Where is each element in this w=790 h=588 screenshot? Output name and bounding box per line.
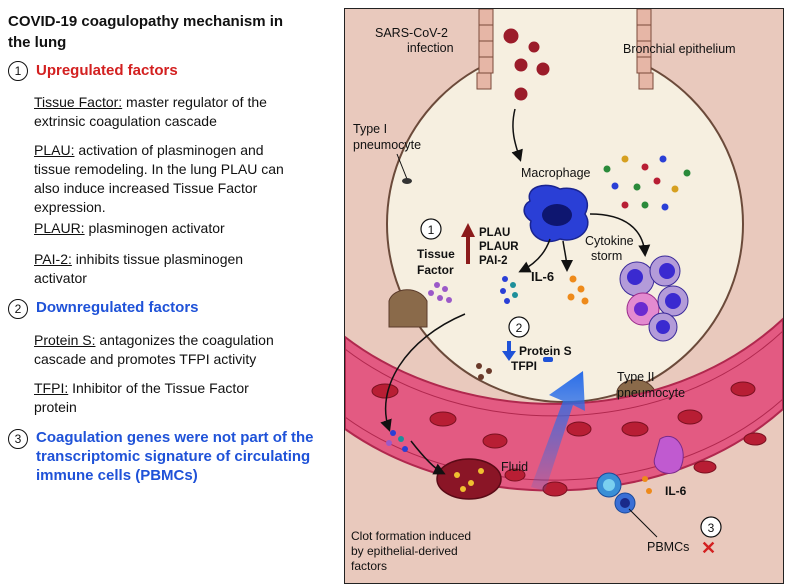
neutrophils [619,255,689,342]
label-tfpi: TFPI [511,359,537,373]
pbmc-cells [596,435,684,514]
vessel-il6-dots [642,476,652,494]
label-macrophage: Macrophage [521,166,591,180]
desc: inhibits tissue plasminogen [71,251,244,267]
label-sars-cov-2: SARS-CoV-2 [375,26,448,40]
tfpi-marker [543,357,553,362]
label-type2-l2: pneumocyte [617,386,685,400]
bronchus-lumen [491,9,639,131]
section-3-heading-l1: Coagulation genes were not part of the [36,429,314,446]
item-plaur: PLAUR: plasminogen activator [34,219,225,238]
page-title-line2: the lung [8,33,66,53]
item-pai2-l2: activator [34,270,87,286]
item-pai2: PAI-2: inhibits tissue plasminogen [34,250,243,269]
num-1-circle [420,218,442,240]
label-infection: infection [407,41,454,55]
type1-cell-nucleus [402,178,412,184]
fluid-arrow [531,371,585,491]
label-type1-l2: pneumocyte [353,138,421,152]
term-tissue-factor: Tissue Factor: [34,94,123,110]
label-clot-l1: Clot formation induced [351,529,471,543]
section-1-heading: Upregulated factors [36,62,178,79]
section-3-heading-l2: transcriptomic signature of circulating [36,448,311,465]
item-plau: PLAU: activation of plasminogen and [34,141,264,160]
term-tfpi: TFPI: [34,380,69,396]
item-plau-l2: tissue remodeling. In the lung PLAU can [34,161,284,177]
tissue-factor-dots [428,282,452,303]
section-3-number: 3 [8,429,28,449]
x-icon: ✕ [701,538,716,558]
desc: antagonizes the coagulation [95,332,274,348]
label-cytokine: Cytokine [585,234,634,248]
il6-dots [567,275,589,305]
page-title: COVID-19 coagulopathy mechanism in [8,12,283,32]
term-pai2: PAI-2: [34,251,72,267]
num-2-circle [508,316,530,338]
term-protein-s: Protein S: [34,332,96,348]
cytokine-dots [603,155,691,211]
label-protein-s: Protein S [519,344,572,358]
item-tfpi: TFPI: Inhibitor of the Tissue Factor [34,379,249,398]
label-clot-l3: factors [351,559,387,573]
desc: Inhibitor of the Tissue Factor [68,380,249,396]
label-il6: IL-6 [531,269,554,284]
desc: activation of plasminogen and [74,142,264,158]
bronchial-epithelium-cells [476,9,654,90]
num-1: 1 [428,223,435,237]
blood-clot [436,458,502,500]
section-1-number: 1 [8,61,28,81]
label-pbmcs: PBMCs [647,540,689,554]
item-tissue-factor-l2: extrinsic coagulation cascade [34,113,217,129]
label-storm: storm [591,249,622,263]
protein-s-dots [476,363,492,380]
section-2-number: 2 [8,299,28,319]
item-tissue-factor: Tissue Factor: master regulator of the [34,93,267,112]
desc: master regulator of the [122,94,267,110]
label-clot-l2: by epithelial-derived [351,544,458,558]
label-bronchial-epithelium: Bronchial epithelium [623,42,736,56]
virus-particles [503,28,550,101]
item-plau-l3: also induce increased Tissue Factor [34,180,258,196]
label-type1-l1: Type I [353,122,387,136]
num-2: 2 [516,321,523,335]
label-plau: PLAU [479,227,510,239]
title-line-2: the lung [8,34,67,51]
diagram-panel: Bronchial epithelium SARS-CoV-2 infectio… [344,8,784,584]
label-factor: Factor [417,263,454,277]
section-3-heading-l3: immune cells (PBMCs) [36,467,198,484]
clot-factor-dots [386,430,408,452]
macrophage-nucleus [542,204,572,226]
desc: plasminogen activator [84,220,225,236]
legend-panel: COVID-19 coagulopathy mechanism in the l… [0,0,340,588]
diagram-svg: Bronchial epithelium SARS-CoV-2 infectio… [345,9,783,583]
red-blood-cells [371,381,767,497]
item-tfpi-l2: protein [34,399,77,415]
label-plaur: PLAUR [479,241,519,253]
item-protein-s: Protein S: antagonizes the coagulation [34,331,274,350]
term-plau: PLAU: [34,142,75,158]
item-plau-l4: expression. [34,199,106,215]
upregulated-arrow [466,234,470,264]
coagulation-dots [500,276,518,304]
term-plaur: PLAUR: [34,220,85,236]
label-tissue: Tissue [417,247,455,261]
section-2-heading: Downregulated factors [36,299,199,316]
label-pai2: PAI-2 [479,255,508,267]
label-type2-l1: Type II [617,370,655,384]
num-3-circle [700,516,722,538]
downregulated-arrow [507,341,511,353]
item-protein-s-l2: cascade and promotes TFPI activity [34,351,257,367]
label-il6-vessel: IL-6 [665,484,687,498]
num-3: 3 [708,521,715,535]
title-line-1: COVID-19 coagulopathy mechanism in [8,13,284,30]
label-fluid: Fluid [501,460,528,474]
